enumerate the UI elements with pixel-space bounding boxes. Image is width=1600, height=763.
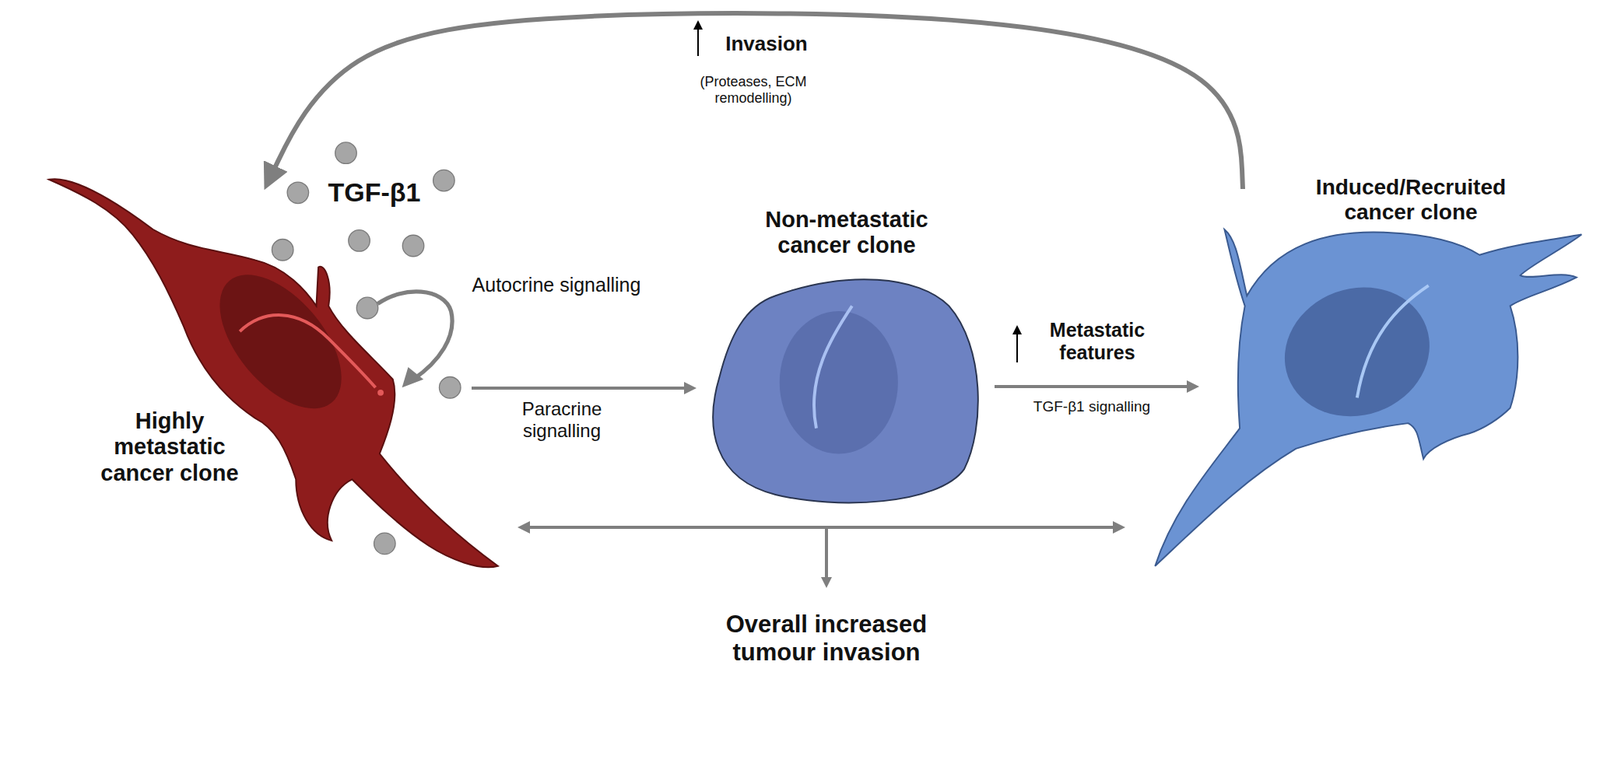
annotation-label: (Proteases, ECM remodelling): [685, 73, 822, 106]
autocrine-arrowhead: [402, 367, 425, 388]
induced-cell-highlight: [1357, 285, 1429, 398]
signal-arrow: [471, 386, 694, 390]
edge-label: Invasion: [708, 32, 825, 57]
increase-arrow: [697, 24, 699, 57]
clone-label: Highly metastatic cancer clone: [84, 408, 256, 487]
highlight-dot: [377, 389, 384, 397]
cancer-clone: Highly metastatic cancer clone: [42, 175, 467, 576]
induced-cell-nucleus: [1266, 267, 1448, 437]
signal-arrow: [994, 385, 1197, 389]
red-cell-nucleus: [196, 253, 365, 431]
annotation-label: TGF-β1: [315, 177, 433, 208]
annotation-label: Overall increased tumour invasion: [698, 610, 955, 667]
annotation-label: TGF-β1 signalling: [1006, 398, 1178, 416]
cancer-clone: Induced/Recruited cancer clone: [1202, 175, 1588, 572]
clone-label: Non-metastatic cancer clone: [737, 207, 956, 260]
stem-arrow: [824, 529, 829, 586]
blue-cell-nucleus: [779, 311, 899, 455]
increase-arrow: [1016, 329, 1018, 363]
cancer-clone: Non-metastatic cancer clone: [704, 203, 989, 509]
blue-cell-highlight: [814, 305, 853, 429]
edge-label: Paracrine signalling: [499, 398, 625, 442]
edge-label: Metastatic features: [1038, 319, 1156, 365]
signal-arrow: [520, 526, 1123, 530]
red-cell-highlight: [239, 315, 376, 388]
annotation-label: Autocrine signalling: [451, 273, 662, 297]
red-cancer-cell: [49, 178, 499, 568]
invasion-arc-arrow: [266, 13, 1243, 190]
autocrine-arrow: [377, 291, 453, 380]
clone-label: Induced/Recruited cancer clone: [1286, 175, 1536, 225]
induced-cancer-cell: [1154, 229, 1582, 567]
tgf-beta1-molecules: [271, 142, 461, 555]
blue-cancer-cell: [712, 279, 979, 503]
